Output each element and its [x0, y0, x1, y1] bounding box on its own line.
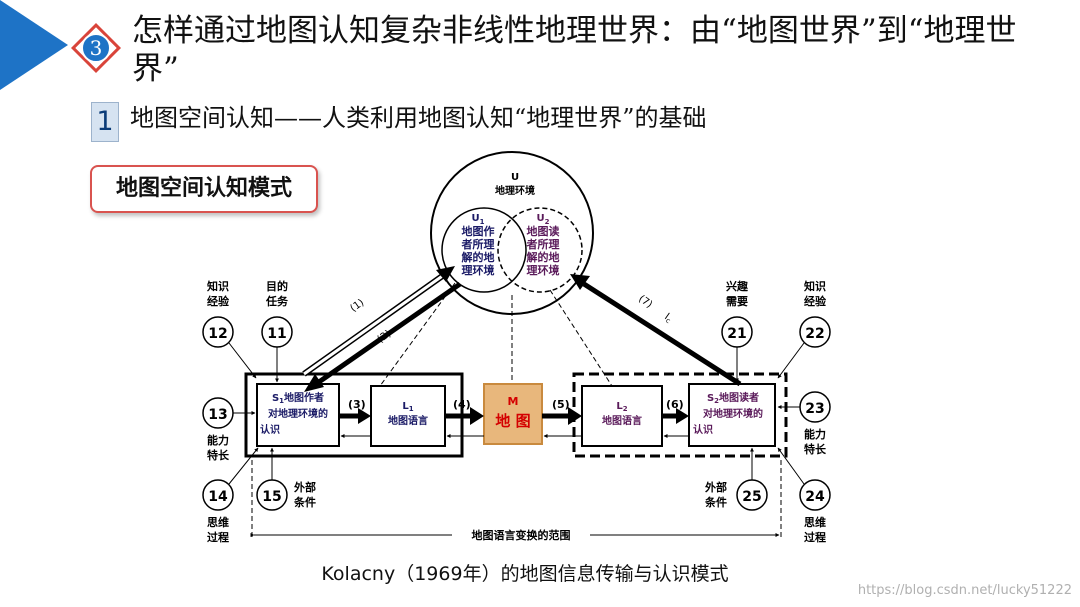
projection-line — [379, 282, 456, 387]
factor-number: 25 — [742, 489, 761, 505]
s2-line-1: 对地理环境的 — [703, 407, 763, 420]
figure-caption: Kolacny（1969年）的地图信息传输与认识模式 — [321, 563, 729, 585]
factor-label: 目的 — [266, 279, 288, 293]
l1-symbol: L1 — [402, 401, 413, 413]
s1-line-0: S1地图作者 — [272, 391, 324, 405]
arrow-7 — [582, 281, 742, 387]
map-symbol: M — [508, 395, 519, 408]
u1-line: 地图作 — [462, 224, 495, 238]
factor-label: 条件 — [293, 495, 316, 509]
u1-line: 者所理 — [461, 237, 495, 251]
factor-13: 13 能力 特长 — [202, 397, 256, 462]
section-badge-number: 3 — [90, 36, 103, 60]
mode-label: 地图空间认知模式 — [90, 165, 318, 213]
u2-symbol: U2 — [537, 213, 550, 226]
factor-label: 过程 — [804, 530, 826, 544]
factor-label: 兴趣 — [726, 279, 749, 293]
u1-line: 解的地 — [462, 250, 495, 264]
u2-line: 解的地 — [527, 250, 560, 264]
factor-label: 外部 — [704, 480, 727, 494]
u2-line: 地图读 — [527, 224, 560, 238]
factor-label: 任务 — [265, 294, 289, 308]
factor-22: 知识 经验 22 — [777, 279, 831, 379]
factor-number: 23 — [805, 401, 824, 417]
factor-number: 21 — [727, 326, 746, 342]
u-symbol: U — [511, 172, 519, 183]
factor-24: 24 思维 过程 — [777, 447, 831, 544]
l1-label: 地图语言 — [388, 414, 428, 427]
l2-label: 地图语言 — [602, 414, 642, 427]
arrow-label-5: (5) — [552, 398, 570, 411]
factor-14: 14 思维 过程 — [202, 447, 259, 544]
factor-label: 经验 — [804, 294, 827, 308]
factor-label: 条件 — [704, 495, 727, 509]
page-title: 怎样通过地图认知复杂非线性地理世界：由“地图世界”到“地理世界” — [132, 13, 1017, 87]
u1-circle — [441, 207, 527, 293]
s1-line-1: 对地理环境的 — [268, 407, 328, 420]
factor-label: 特长 — [804, 442, 827, 456]
factor-number: 15 — [262, 489, 281, 505]
factor-label: 思维 — [207, 515, 229, 529]
arrow-2 — [314, 281, 462, 387]
s2-line-0: S2地图读者 — [707, 391, 759, 405]
s2-reader-box — [688, 383, 776, 447]
factor-label: 特长 — [207, 448, 230, 462]
factor-label: 思维 — [804, 515, 826, 529]
subsection-title: 地图空间认知——人类利用地图认知“地理世界”的基础 — [130, 104, 707, 132]
s2-line-2: 认识 — [693, 423, 713, 436]
factor-label: 能力 — [804, 427, 826, 441]
u2-circle — [497, 207, 583, 293]
s1-line-2: 认识 — [260, 423, 280, 436]
factor-label: 外部 — [293, 480, 316, 494]
u2-line: 者所理 — [526, 237, 560, 251]
factor-number: 24 — [805, 489, 825, 505]
title-arrow-decoration — [0, 0, 68, 90]
map-label: 地 图 — [495, 412, 530, 430]
factor-label: 过程 — [207, 530, 229, 544]
factor-21: 兴趣 需要 21 — [721, 279, 753, 383]
factor-11: 目的 任务 11 — [261, 279, 293, 383]
factor-label: 需要 — [726, 295, 748, 308]
u1-line: 理环境 — [462, 263, 495, 277]
subsection-number: 1 — [91, 102, 119, 142]
range-label: 地图语言变换的范围 — [472, 528, 571, 542]
factor-number: 22 — [805, 326, 824, 342]
arrow-label-1: (1) — [348, 297, 366, 314]
factor-label: 知识 — [206, 279, 229, 293]
factor-label: 知识 — [803, 279, 826, 293]
u2-line: 理环境 — [527, 263, 560, 277]
u-label: 地理环境 — [495, 184, 535, 197]
factor-number: 13 — [208, 407, 227, 423]
factor-12: 知识 经验 12 — [202, 279, 257, 379]
factor-number: 14 — [208, 489, 228, 505]
factor-25: 25 外部 条件 — [704, 447, 768, 511]
watermark: https://blog.csdn.net/lucky51222 — [857, 583, 1072, 598]
section-badge: 3 — [71, 23, 121, 73]
arrow-label-ic: Ic — [662, 311, 675, 325]
l2-symbol: L2 — [616, 401, 627, 413]
factor-label: 经验 — [207, 294, 230, 308]
u1-symbol: U1 — [472, 213, 485, 226]
arrow-label-3: (3) — [348, 398, 366, 411]
projection-line — [549, 289, 613, 387]
factor-label: 能力 — [207, 433, 229, 447]
factor-number: 12 — [208, 326, 227, 342]
arrow-label-4: (4) — [453, 398, 471, 411]
l2-box — [581, 385, 663, 447]
arrow-label-6: (6) — [666, 398, 684, 411]
factor-number: 11 — [267, 326, 286, 342]
factor-15: 15 外部 条件 — [256, 447, 316, 511]
factor-23: 23 能力 特长 — [777, 391, 831, 456]
arrow-label-7: (7) — [636, 293, 654, 310]
flow-arrows — [339, 407, 689, 425]
